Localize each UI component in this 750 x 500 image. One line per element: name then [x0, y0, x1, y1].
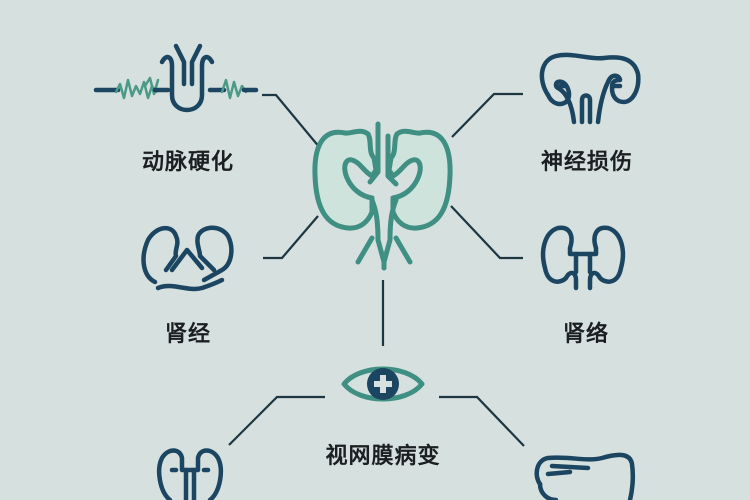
connector-lines: [228, 92, 525, 447]
artery-plaque-icon: [93, 43, 259, 113]
node-label-nerve-damage: 神经损伤: [540, 150, 634, 175]
connector-top-right: [451, 92, 523, 138]
node-label-kidney-meridian: 肾经: [164, 322, 212, 347]
node-label-atherosclerosis: 动脉硬化: [141, 150, 235, 175]
kidney-pair-icon: [312, 121, 453, 271]
intestine-outline-icon: [534, 452, 636, 500]
connector-middle-left: [263, 215, 319, 260]
kidney-outline-icon: [157, 448, 223, 500]
connector-bottom-left: [228, 395, 325, 446]
eye-plus-icon: [341, 366, 425, 402]
nerve-kidney-icon: [539, 52, 641, 125]
kidney-meridian-icon: [141, 225, 234, 292]
kidney-collateral-icon: [540, 225, 626, 291]
node-label-kidney-collateral: 肾络: [562, 322, 610, 347]
connector-top-left: [262, 93, 321, 149]
connector-bottom-right: [439, 395, 525, 447]
node-label-retinopathy: 视网膜病变: [325, 444, 441, 469]
connector-middle-right: [450, 205, 523, 260]
